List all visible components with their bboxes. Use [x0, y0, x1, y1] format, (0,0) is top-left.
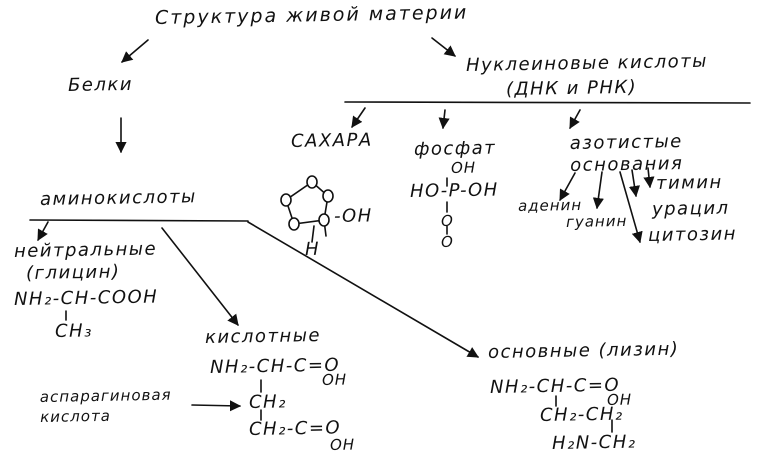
acidic-chain-1: CH₂ [248, 391, 287, 413]
proteins-label: Белки [67, 73, 134, 96]
base-guanine: гуанин [565, 211, 628, 231]
arrow-aspartic-acid [191, 400, 242, 412]
phosphate-label: фосфат [413, 137, 497, 160]
arrow-to-basic [247, 221, 479, 358]
phosphate-oh-top: OH [450, 158, 477, 177]
phosphate-o-mid: O [440, 211, 454, 230]
phosphate-formula: HO-P-OH [409, 179, 499, 202]
acidic-oh-2: OH [329, 435, 356, 454]
sugars-label: САХАРА [290, 129, 373, 152]
arrow-to-uracil [628, 169, 641, 198]
arrow-to-guanine [592, 171, 604, 210]
acidic-oh: OH [321, 370, 348, 389]
neutral-label: нейтральные [13, 238, 158, 262]
glycine-side-chain: CH₃ [54, 320, 93, 342]
nucleic-acids-sublabel: (ДНК и РНК) [505, 76, 638, 100]
arrow-to-bases [569, 109, 581, 129]
sugar-ring [285, 180, 329, 243]
arrow-to-phosphate [438, 109, 450, 130]
arrow-to-cytosine [619, 171, 643, 244]
sugar-ring-h: H [304, 238, 321, 260]
acidic-chain-2: CH₂-C=O [248, 417, 342, 440]
nucleic-acids-label: Нуклеиновые кислоты [465, 50, 709, 76]
arrow-to-proteins [121, 39, 149, 63]
arrow-to-nucleic-acids [431, 37, 456, 57]
amino-acids-bar [29, 219, 249, 222]
phosphate-o-bottom: O [440, 232, 454, 251]
basic-formula: NH₂-CH-C=O [489, 374, 621, 398]
base-adenine: аденин [517, 195, 583, 215]
basic-chain-2: H₂N-CH₂ [551, 431, 637, 454]
base-uracil: урацил [651, 197, 730, 220]
basic-chain-1: CH₂-CH₂ [539, 403, 624, 426]
arrow-to-neutral [37, 221, 49, 241]
aspartic-acid-label: аспарагиновая кислота [39, 385, 172, 426]
base-thymine: тимин [655, 171, 723, 194]
glycine-formula: NH₂-CH-COOH [13, 286, 159, 310]
acidic-label: кислотные [204, 324, 322, 348]
arrow-to-adenine [559, 172, 576, 201]
nucleic-acids-bar [344, 101, 751, 104]
base-cytosine: цитозин [647, 223, 738, 246]
sugar-ring-oh: -OH [333, 205, 373, 227]
amino-acids-label: аминокислоты [39, 186, 197, 210]
neutral-example: (глицин) [25, 261, 121, 284]
arrow-to-thymine [643, 167, 655, 189]
arrow-to-sugars [351, 107, 366, 128]
acidic-formula: NH₂-CH-C=O [209, 354, 341, 378]
basic-label: основные (лизин) [487, 338, 680, 363]
bases-label: азотистые основания [569, 131, 684, 176]
arrow-to-acidic [161, 227, 239, 326]
